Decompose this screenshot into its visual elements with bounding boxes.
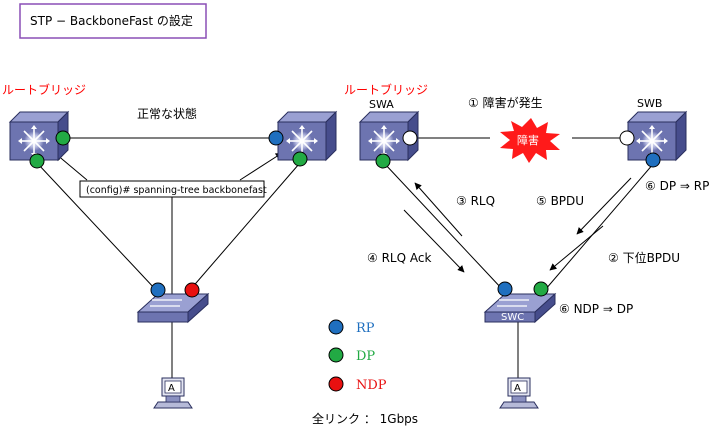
config-arrow-left: [55, 153, 88, 181]
legend-dp-dot: [328, 347, 344, 363]
ndp-dp-label: ⑥ NDP ⇒ DP: [559, 302, 633, 316]
link-swb-swc: [544, 162, 655, 291]
right-host-label: A: [514, 383, 521, 394]
title-box: [19, 3, 207, 39]
port-blocked: [402, 130, 418, 146]
right-root-label: ルートブリッジ: [344, 82, 428, 97]
legend-ndp-label: NDP: [356, 378, 387, 393]
config-box: [79, 180, 265, 198]
link-sw2-swc: [189, 163, 300, 291]
right-diagram: ルートブリッジ SWA SWB ① 障害が発生 障害 SWC A ③ RLQ ⑤…: [344, 82, 709, 409]
legend-rp-label: RP: [356, 321, 375, 336]
page-title: STP − BackboneFast の設定: [30, 13, 193, 28]
failure-label: ① 障害が発生: [468, 95, 543, 110]
link-swa-swc: [383, 162, 504, 291]
failure-burst-label: 障害: [517, 133, 539, 147]
rlq-arrow: [414, 182, 463, 237]
port-blocked: [619, 130, 635, 146]
left-host-label: A: [168, 383, 175, 394]
inferior-bpdu-arrow: [549, 225, 604, 271]
link-root-swc: [37, 163, 157, 291]
swc-label: SWC: [501, 312, 524, 323]
port-rp: [268, 130, 284, 146]
left-diagram: ルートブリッジ 正常な状態 A (config)# spanning-tree …: [2, 82, 337, 409]
port-ndp: [184, 282, 200, 298]
port-rp: [150, 282, 166, 298]
config-label: (config)# spanning-tree backbonefast: [86, 185, 267, 196]
port-dp: [375, 153, 391, 169]
port-rp: [645, 152, 661, 168]
config-arrow-right: [239, 152, 283, 181]
bpdu-label: ⑤ BPDU: [536, 194, 584, 208]
rlq-ack-label: ④ RLQ Ack: [367, 251, 431, 265]
swa-label: SWA: [369, 98, 394, 111]
left-root-label: ルートブリッジ: [2, 82, 86, 97]
swb-label: SWB: [637, 97, 662, 110]
legend-dp-label: DP: [356, 349, 375, 364]
legend-ndp-dot: [328, 376, 344, 392]
dp-rp-label: ⑥ DP ⇒ RP: [645, 179, 709, 193]
port-dp: [533, 281, 549, 297]
swb-switch-icon: [627, 111, 687, 161]
rlq-label: ③ RLQ: [456, 194, 495, 208]
left-switch2-icon: [277, 111, 337, 161]
legend: RP DP NDP: [328, 319, 387, 393]
left-state-label: 正常な状態: [137, 106, 197, 121]
port-rp: [497, 281, 513, 297]
bpdu-arrow: [576, 177, 632, 235]
legend-rp-dot: [328, 319, 344, 335]
inferior-bpdu-label: ② 下位BPDU: [608, 250, 680, 265]
left-swc-switch-icon: [137, 293, 209, 323]
port-dp: [55, 130, 71, 146]
port-dp: [29, 153, 45, 169]
rlq-ack-arrow: [403, 209, 465, 273]
failure-burst-icon: [500, 118, 560, 163]
port-dp: [292, 151, 308, 167]
footer-link-speed: 全リンク ： 1Gbps: [312, 411, 418, 426]
